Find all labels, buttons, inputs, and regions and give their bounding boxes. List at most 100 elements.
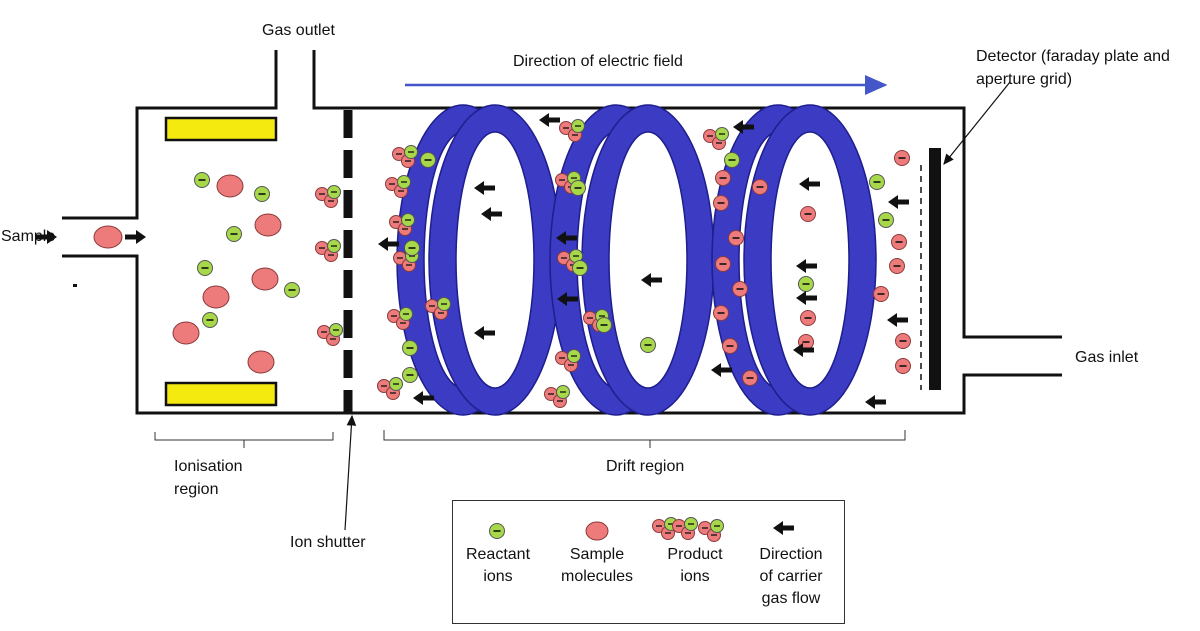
sample-ion bbox=[715, 170, 731, 186]
reactant-ion bbox=[878, 212, 894, 228]
flow-arrow-head bbox=[378, 237, 388, 251]
sample-ion bbox=[713, 305, 729, 321]
sample-ion bbox=[722, 338, 738, 354]
product-ion bbox=[317, 323, 343, 346]
ring-front-hole bbox=[455, 131, 535, 389]
detector-label-line1: Detector (faraday plate and bbox=[976, 48, 1170, 65]
flow-arrow-head bbox=[474, 181, 484, 195]
legend-reactant-label: Reactant ions bbox=[465, 546, 531, 585]
sample-ion bbox=[895, 358, 911, 374]
ionisation-electrode-bottom bbox=[164, 381, 278, 407]
flow-arrow bbox=[413, 391, 434, 405]
flow-arrow-shaft bbox=[720, 367, 732, 373]
flow-arrow-head bbox=[799, 177, 809, 191]
reactant-ion bbox=[420, 152, 436, 168]
flow-arrow-shaft bbox=[896, 317, 908, 323]
flow-arrow bbox=[641, 273, 662, 287]
reactant-ion bbox=[226, 226, 242, 242]
flow-arrow bbox=[711, 363, 732, 377]
sample-ion bbox=[800, 310, 816, 326]
sample-ion bbox=[713, 195, 729, 211]
flow-arrow-head bbox=[793, 343, 803, 357]
flow-arrow-head bbox=[641, 273, 651, 287]
reactant-ion bbox=[402, 340, 418, 356]
drift-region-label: Drift region bbox=[606, 458, 685, 475]
flow-arrow-head bbox=[539, 113, 549, 127]
product-ion bbox=[392, 145, 418, 168]
flow-arrow-shaft bbox=[483, 185, 495, 191]
detector-label-line2: aperture grid) bbox=[976, 71, 1073, 88]
sample-ion bbox=[752, 179, 768, 195]
reactant-ion bbox=[202, 312, 218, 328]
reactant-ion bbox=[724, 152, 740, 168]
flow-arrow-head bbox=[413, 391, 423, 405]
sample-label: Sample bbox=[1, 228, 56, 245]
reactant-ion bbox=[798, 276, 814, 292]
product-ion bbox=[698, 519, 724, 542]
flow-arrow bbox=[557, 292, 578, 306]
sample-ion bbox=[873, 286, 889, 302]
electric-field-label: Direction of electric field bbox=[513, 53, 683, 70]
flow-arrow-head bbox=[556, 231, 566, 245]
flow-arrow-shaft bbox=[36, 234, 48, 240]
flow-arrow-shaft bbox=[808, 181, 820, 187]
flow-arrow-shaft bbox=[802, 347, 814, 353]
product-ion bbox=[425, 297, 451, 320]
flow-arrow-shaft bbox=[490, 211, 502, 217]
flow-arrow-head bbox=[773, 521, 783, 535]
ionisation-region-label-line1: Ionisation bbox=[174, 458, 243, 475]
sample-ion bbox=[894, 150, 910, 166]
ion-shutter-label: Ion shutter bbox=[290, 534, 366, 551]
flow-arrow bbox=[378, 237, 399, 251]
flow-arrow bbox=[474, 181, 495, 195]
sample-molecule bbox=[202, 285, 230, 309]
sample-ion bbox=[742, 370, 758, 386]
legend-flow-arrow bbox=[773, 521, 794, 535]
sample-molecule bbox=[585, 521, 609, 541]
flow-arrow bbox=[793, 343, 814, 357]
product-ion bbox=[377, 377, 403, 400]
flow-arrow-shaft bbox=[650, 277, 662, 283]
reactant-ion bbox=[197, 260, 213, 276]
ion-shutter-pointer bbox=[344, 414, 357, 531]
carrier-gas-flow-arrows bbox=[36, 113, 909, 409]
flow-arrow-head bbox=[136, 230, 146, 244]
legend: Reactant ions Sample molecules Product i… bbox=[452, 500, 845, 624]
sample-flow-arrow bbox=[36, 230, 57, 244]
reactant-ion bbox=[284, 282, 300, 298]
sample-ion bbox=[728, 230, 744, 246]
sample-ion bbox=[715, 256, 731, 272]
product-ion bbox=[315, 239, 341, 262]
ring-front-hole bbox=[770, 131, 850, 389]
legend-sample-label: Sample molecules bbox=[560, 546, 634, 585]
sample-ion bbox=[895, 333, 911, 349]
flow-arrow-shaft bbox=[897, 199, 909, 205]
flow-arrow-shaft bbox=[565, 235, 577, 241]
ring-front-hole bbox=[608, 131, 688, 389]
ion-particles bbox=[93, 119, 911, 408]
legend-flow-label: Direction of carrier gas flow bbox=[759, 546, 823, 607]
flow-arrow-head bbox=[888, 195, 898, 209]
sample-ion bbox=[732, 281, 748, 297]
reactant-ion bbox=[572, 260, 588, 276]
gas-outlet-label: Gas outlet bbox=[262, 22, 335, 39]
sample-molecule bbox=[216, 174, 244, 198]
sample-molecule bbox=[93, 225, 123, 249]
reactant-ion bbox=[596, 317, 612, 333]
stray-mark bbox=[73, 284, 77, 287]
flow-arrow bbox=[539, 113, 560, 127]
flow-arrow bbox=[887, 313, 908, 327]
legend-icons bbox=[489, 517, 794, 542]
flow-arrow-head bbox=[796, 259, 806, 273]
sample-ion bbox=[889, 258, 905, 274]
flow-arrow-head bbox=[733, 120, 743, 134]
flow-arrow-head bbox=[557, 292, 567, 306]
flow-arrow-head bbox=[711, 363, 721, 377]
reactant-ion bbox=[640, 337, 656, 353]
flow-arrow bbox=[474, 326, 495, 340]
legend-product-label: Product ions bbox=[667, 546, 723, 585]
flow-arrow-head bbox=[474, 326, 484, 340]
flow-arrow-head bbox=[47, 230, 57, 244]
sample-molecule bbox=[247, 350, 275, 374]
flow-arrow bbox=[481, 207, 502, 221]
